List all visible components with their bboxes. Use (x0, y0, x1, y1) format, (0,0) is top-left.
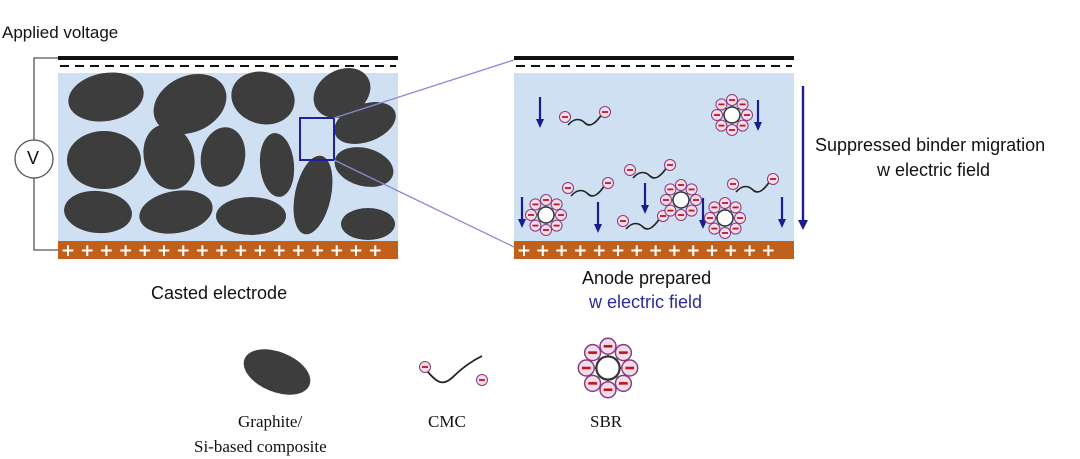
zoom-box (299, 117, 335, 161)
sbr-molecule (661, 180, 702, 221)
plus-sign: + (80, 241, 94, 261)
graphite-particle (68, 72, 144, 122)
plus-sign: + (118, 241, 132, 261)
legend-graphite-icon (243, 349, 311, 395)
anode-electric-field-panel: ++++++++++++++ (514, 56, 808, 261)
zoom-connector-lines (333, 59, 515, 248)
graphite-particle (139, 190, 213, 234)
graphite-particle (313, 68, 371, 118)
anode-prepared-label: Anode prepared (582, 268, 712, 288)
plus-sign: + (368, 241, 382, 261)
legend-graphite-label-2: Si-based composite (194, 437, 327, 456)
graphite-particle (64, 190, 132, 234)
plus-sign: + (138, 241, 152, 261)
graphite-particles-left (64, 68, 396, 240)
plus-sign: + (176, 241, 190, 261)
big-field-arrow-head (798, 220, 808, 230)
plus-sign: + (705, 241, 719, 261)
plus-sign: + (61, 241, 75, 261)
plus-sign: + (291, 241, 305, 261)
plus-sign: + (349, 241, 363, 261)
plus-signs-right: ++++++++++++++ (517, 241, 776, 261)
plus-sign: + (611, 241, 625, 261)
plus-sign: + (234, 241, 248, 261)
voltage-circuit (14, 57, 58, 251)
sbr-molecule (705, 198, 746, 239)
plus-signs-left: +++++++++++++++++ (61, 241, 382, 261)
voltmeter-circle (14, 139, 54, 179)
graphite-particle (334, 147, 394, 187)
plus-sign: + (592, 241, 606, 261)
plus-sign: + (272, 241, 286, 261)
casted-electrode-label: Casted electrode (151, 283, 288, 303)
legend (243, 338, 638, 403)
graphite-particle (259, 133, 295, 197)
plus-sign: + (761, 241, 775, 261)
plus-sign: + (724, 241, 738, 261)
plus-sign: + (667, 241, 681, 261)
plus-sign: + (214, 241, 228, 261)
graphite-particle (153, 73, 227, 135)
legend-sbr-label: SBR (590, 412, 623, 431)
legend-graphite-label-1: Graphite/ (238, 412, 303, 431)
graphite-particle (341, 208, 395, 240)
plus-sign: + (517, 241, 531, 261)
suppressed-binder-migration-label: Suppressed binder migration (815, 135, 1046, 155)
graphite-particle (67, 131, 141, 189)
plus-sign: + (742, 241, 756, 261)
graphite-particle (231, 71, 295, 125)
current-collector-left (58, 241, 398, 259)
plus-sign: + (648, 241, 662, 261)
plus-sign: + (253, 241, 267, 261)
plus-sign: + (195, 241, 209, 261)
graphite-particle (216, 197, 286, 235)
casted-electrode-panel: +++++++++++++++++ (14, 56, 398, 261)
legend-cmc-label: CMC (428, 412, 466, 431)
plus-sign: + (330, 241, 344, 261)
current-collector-right (514, 241, 794, 259)
legend-cmc-icon (419, 355, 488, 386)
plus-sign: + (536, 241, 550, 261)
voltmeter-label: V (27, 148, 40, 168)
graphite-particle (143, 124, 195, 190)
sbr-molecule (526, 195, 567, 236)
w-electric-field-label: w electric field (589, 292, 703, 312)
plus-sign: + (686, 241, 700, 261)
graphite-particle (200, 127, 246, 187)
plus-sign: + (99, 241, 113, 261)
sbr-molecule (712, 95, 753, 136)
applied-voltage-label: Applied voltage (2, 23, 119, 42)
graphite-particle (293, 155, 333, 235)
plus-sign: + (157, 241, 171, 261)
plus-sign: + (310, 241, 324, 261)
plus-sign: + (554, 241, 568, 261)
legend-sbr-icon (578, 338, 637, 397)
plus-sign: + (573, 241, 587, 261)
suppressed-electric-field-label: w electric field (877, 160, 991, 180)
plus-sign: + (630, 241, 644, 261)
